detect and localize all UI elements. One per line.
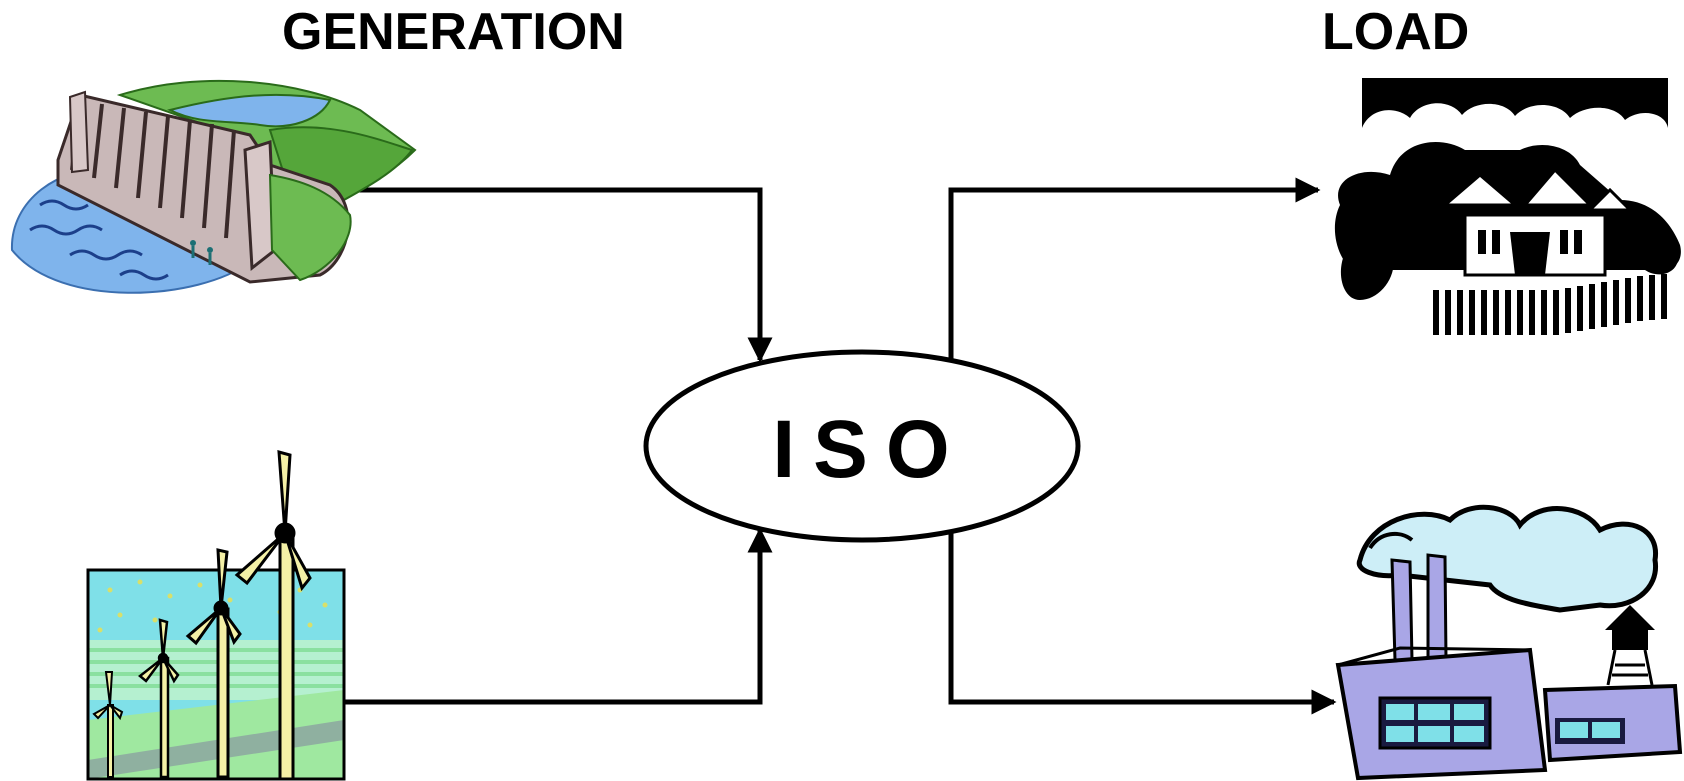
iso-to-factory-arrow bbox=[948, 527, 1337, 715]
connectors bbox=[345, 177, 1337, 715]
wind-to-iso-arrow bbox=[345, 527, 773, 705]
iso-to-house-arrow bbox=[948, 177, 1321, 365]
load-heading: LOAD bbox=[1322, 3, 1470, 61]
wind-turbines-icon bbox=[86, 449, 346, 781]
iso-node: ISO bbox=[643, 349, 1081, 543]
iso-label: ISO bbox=[772, 404, 967, 495]
generation-heading: GENERATION bbox=[282, 3, 625, 61]
iso-ellipse bbox=[643, 349, 1081, 543]
residential-house-icon bbox=[1334, 78, 1681, 335]
hydroelectric-dam-icon bbox=[10, 79, 417, 294]
dam-to-iso-arrow bbox=[357, 187, 773, 363]
factory-icon bbox=[1335, 504, 1683, 781]
